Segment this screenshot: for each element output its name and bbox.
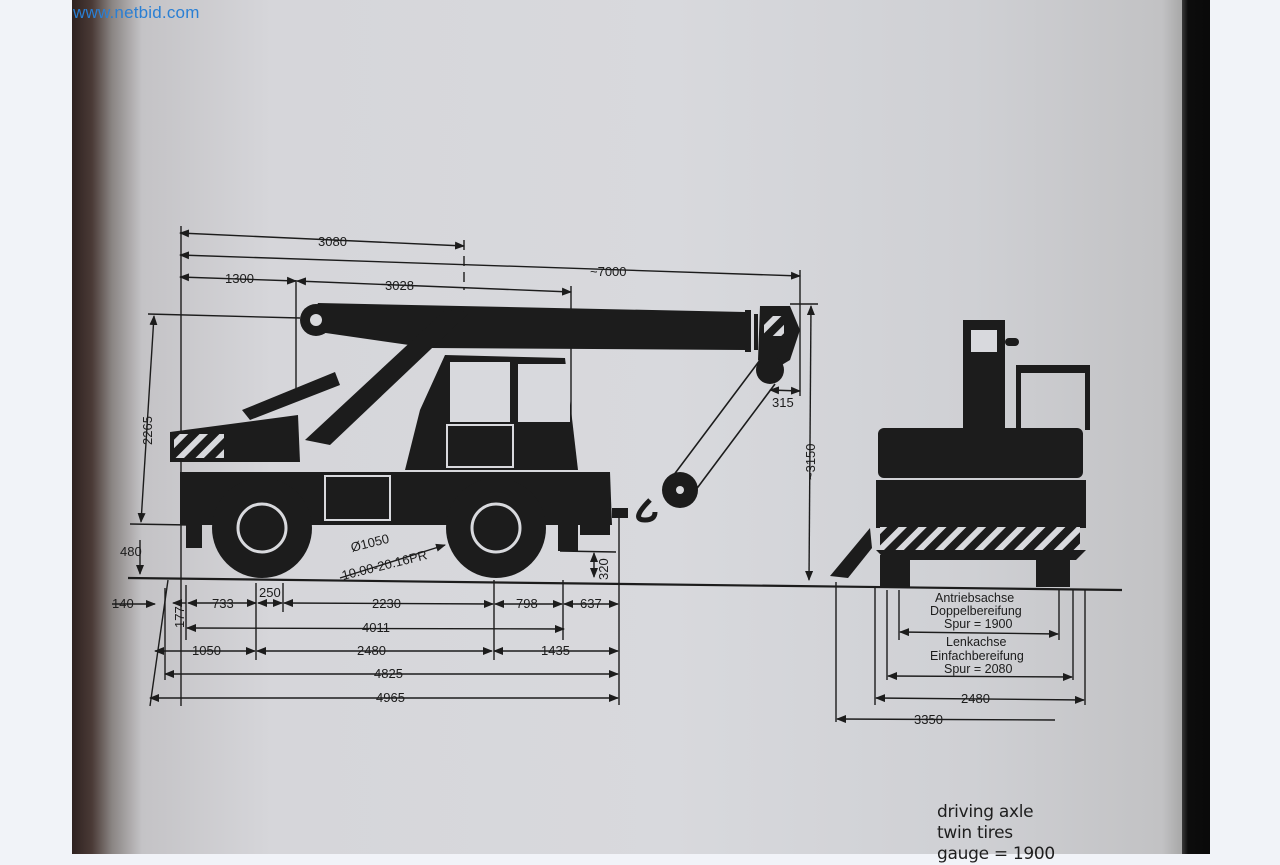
dim-798: 798 — [516, 596, 538, 611]
dim-4965: 4965 — [376, 690, 405, 705]
crane-rear-view — [830, 320, 1090, 587]
crane-side-view — [170, 303, 800, 578]
caption-line-2: twin tires — [937, 823, 1013, 843]
dim-3080: 3080 — [318, 234, 347, 249]
dim-2265: 2265 — [140, 416, 155, 445]
steering-axle-label: Lenkachse — [946, 635, 1007, 649]
dim-2480-rear: 2480 — [961, 691, 990, 706]
dim-140: 140 — [112, 596, 134, 611]
dim-2230: 2230 — [372, 596, 401, 611]
steering-track-label: Spur = 2080 — [944, 662, 1013, 676]
driving-axle-tires-label: Doppelbereifung — [930, 604, 1022, 618]
dim-250: 250 — [259, 585, 281, 600]
english-caption: driving axle twin tires gauge = 1900 — [937, 802, 1055, 865]
tire-diameter: Ø1050 — [349, 531, 391, 555]
dim-4825: 4825 — [374, 666, 403, 681]
driving-track-label: Spur = 1900 — [944, 617, 1013, 631]
caption-line-3: gauge = 1900 — [937, 844, 1055, 864]
dim-177: 177 — [172, 606, 187, 628]
dim-637: 637 — [580, 596, 602, 611]
steering-axle-tires-label: Einfachbereifung — [930, 649, 1024, 663]
dim-3350: 3350 — [914, 712, 943, 727]
dim-315: 315 — [772, 395, 794, 410]
dim-1435: 1435 — [541, 643, 570, 658]
dim-733: 733 — [212, 596, 234, 611]
caption-line-1: driving axle — [937, 802, 1034, 822]
dim-480: 480 — [120, 544, 142, 559]
frame-edge — [1182, 0, 1210, 854]
dim-320: 320 — [596, 558, 611, 580]
dim-3028: 3028 — [385, 278, 414, 293]
dim-4011: 4011 — [362, 620, 390, 635]
dim-1300: 1300 — [225, 271, 254, 286]
dim-1050: 1050 — [192, 643, 221, 658]
dim-7000: ~7000 — [590, 264, 627, 279]
dim-2480-side: 2480 — [357, 643, 386, 658]
dim-3150: ~3150 — [803, 443, 818, 480]
watermark-link[interactable]: www.netbid.com — [73, 3, 200, 22]
driving-axle-label: Antriebsachse — [935, 591, 1014, 605]
